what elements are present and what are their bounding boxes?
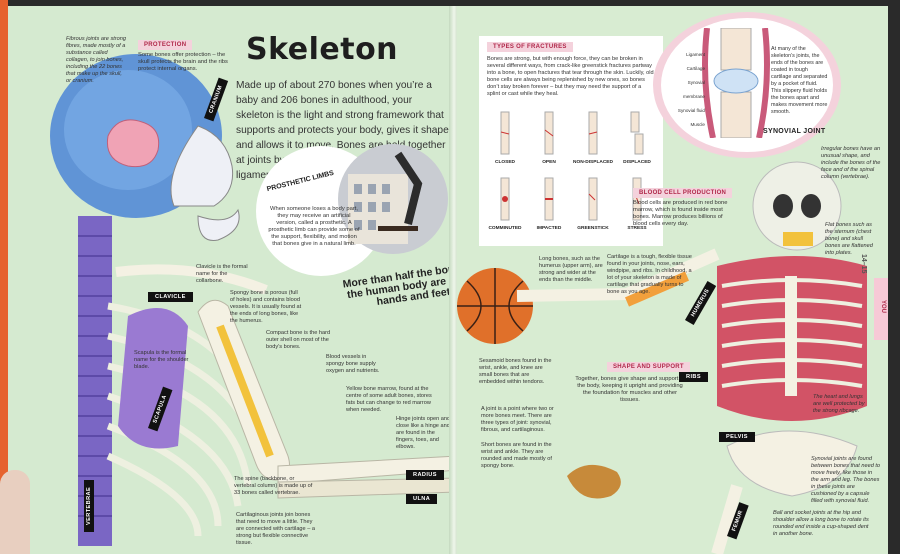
femur-illustration [711,484,743,554]
heart-lungs-note: The heart and lungs are well protected b… [813,394,865,414]
yellow-marrow-note: Yellow bone marrow, found at the centre … [346,386,432,413]
compact-bone-note: Compact bone is the hard outer shell on … [266,330,331,350]
knee-joint-diagram [702,28,770,138]
hinge-joints-note: Hinge joints open and close like a hinge… [396,416,451,450]
fractures-text: Bones are strong, but with enough force,… [487,56,654,97]
scapula-note: Scapula is the formal name for the shoul… [134,350,189,370]
fractures-panel: TYPES OF FRACTURES Bones are strong, but… [479,36,663,246]
synovial-label-membrane: Synovial membrane [683,80,705,99]
fracture-label-open: OPEN [542,160,556,165]
left-page: Fibrous joints are strong fibres, made m… [8,6,479,554]
spongy-bone-note: Spongy bone is porous (full of holes) an… [230,290,302,324]
spine-illustration [78,216,112,546]
page-numbers: 14–15 [860,254,867,274]
sesamoid-note: Sesamoid bones found in the wrist, ankle… [479,358,552,385]
clavicle-label: CLAVICLE [148,292,193,302]
blood-cell-header: BLOOD CELL PRODUCTION [633,188,733,198]
skull-illustration [50,54,240,241]
synovial-title: SYNOVIAL JOINT [763,128,826,135]
ball-socket-note: Ball and socket joints at the hip and sh… [773,510,869,537]
book-gutter [449,6,459,554]
vertebrae-label: VERTEBRAE [84,479,94,532]
pelvis-illustration [726,430,858,497]
cartilage-note: Cartilage is a tough, flexible tissue fo… [607,254,692,295]
book-cover-edge [0,0,8,554]
forearm-illustration [277,455,453,499]
right-arm-illustration [516,248,720,302]
skull-illustration-right [752,161,842,251]
scapula-illustration [118,308,188,449]
fracture-label-non-displaced: NON-DISPLACED [573,160,613,165]
right-page: TYPES OF FRACTURES Bones are strong, but… [457,6,888,554]
humerus-highlight [625,271,689,307]
ribs-label: RIBS [679,372,708,382]
ulna-label: ULNA [406,494,438,504]
reader-thumb [0,470,30,554]
protection-header: PROTECTION [138,40,193,50]
clavicle-note: Clavicle is the formal name for the coll… [196,264,248,284]
ribcage-illustration [717,256,867,421]
shape-support-text: Together, bones give shape and support t… [575,376,685,403]
fracture-label-closed: CLOSED [495,160,515,165]
fracture-label-comminuted: COMMINUTED [488,226,522,231]
side-tab: YOU [874,278,888,340]
skeleton-illustration-left [50,54,453,546]
synovial-label-fluid: Synovial fluid [677,108,705,113]
flat-bones-note: Flat bones such as the sternum (chest bo… [825,222,873,256]
blood-cell-text: Blood cells are produced in red bone mar… [633,200,728,227]
fracture-label-greenstick: GREENSTICK [577,226,609,231]
synovial-label-muscle: Muscle [690,122,705,127]
fracture-diagrams: CLOSED OPEN NON-DISPLACED DISPLACED COMM… [485,108,655,238]
spine-note: The spine (backbone, or vertebral column… [234,476,313,496]
pelvis-label: PELVIS [719,432,755,442]
side-tab-label: YOU [880,300,886,314]
short-bones-note: Short bones are found in the wrist and a… [481,442,552,469]
skeleton-illustration-right [457,161,867,554]
book-spread: Fibrous joints are strong fibres, made m… [8,6,888,554]
cartilaginous-note: Cartilaginous joints join bones that nee… [236,512,315,546]
irregular-bones-note: Irregular bones have an unusual shape, a… [821,146,881,180]
blood-vessels-note: Blood vessels in spongy bone supply oxyg… [326,354,380,374]
protection-text: Some bones offer protection – the skull … [138,52,228,72]
page-title: Skeleton [246,32,399,67]
radius-label: RADIUS [406,470,444,480]
long-bones-note: Long bones, such as the humerus (upper a… [539,256,603,283]
fracture-label-impacted: IMPACTED [536,226,562,231]
basketball-illustration [457,268,533,344]
synovial-labels: Ligament Cartilage Synovial membrane Syn… [665,48,705,132]
skateboarder-photo [338,144,448,254]
fracture-label-displaced: DISPLACED [623,160,651,165]
prosthetic-text: When someone loses a body part, they may… [268,206,360,247]
fibrous-joints-note: Fibrous joints are strong fibres, made m… [66,36,127,84]
synovial-label-cartilage: Cartilage [686,66,705,71]
synovial-text: At many of the skeleton’s joints, the en… [771,46,828,115]
shape-support-header: SHAPE AND SUPPORT [607,362,690,372]
synovial-joints-note: Synovial joints are found between bones … [811,456,881,504]
fractures-header: TYPES OF FRACTURES [487,42,573,52]
fracture-label-stress: STRESS [627,226,647,231]
joint-note: A joint is a point where two or more bon… [481,406,554,433]
hand-illustration [567,464,621,499]
synovial-label-ligament: Ligament [686,52,705,57]
clavicle-illustration [115,264,268,295]
